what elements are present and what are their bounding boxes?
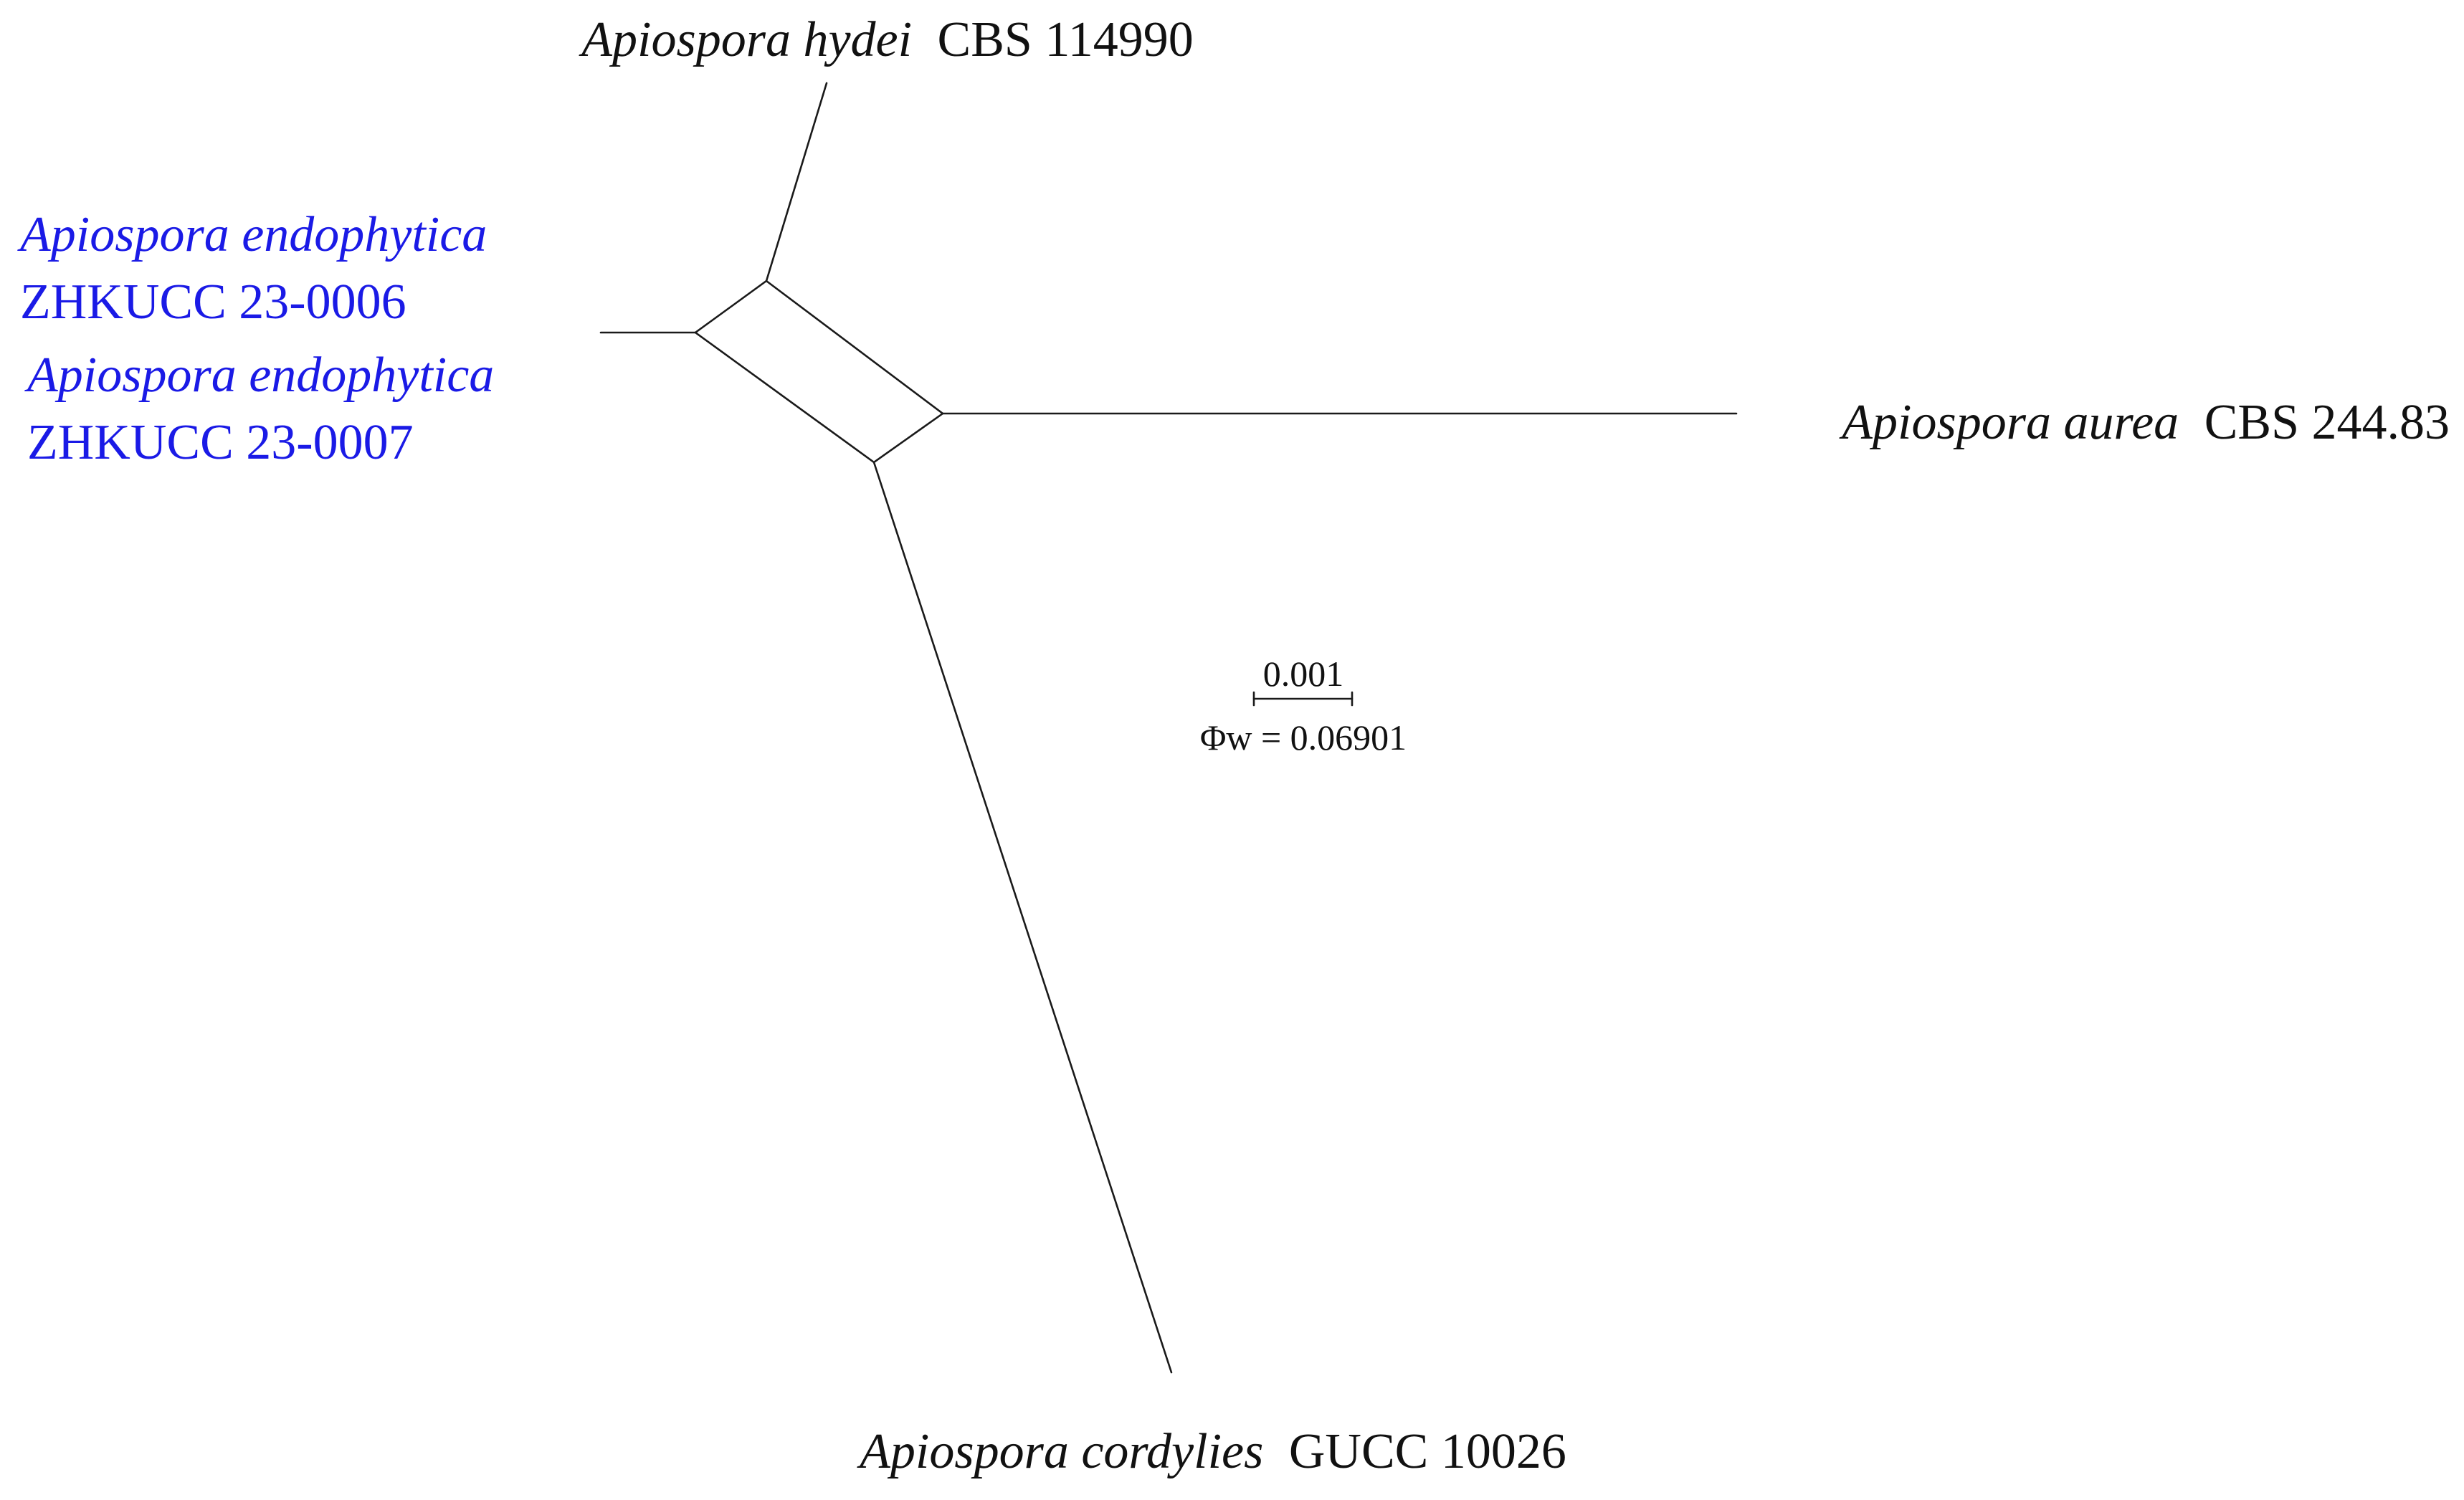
edge-hydei [765,82,828,282]
label-hydei-species: Apiospora hydei [579,12,912,67]
split-box [693,280,945,464]
label-hydei: Apiospora hydei CBS 114990 [579,12,1194,67]
label-aurea-species: Apiospora aurea [1839,395,2179,450]
label-hydei-strain: CBS 114990 [938,12,1194,67]
label-cordylies: Apiospora cordylies GUCC 10026 [857,1424,1566,1479]
label-endo2-strain: ZHKUCC 23-0007 [27,415,414,470]
label-cordylies-species: Apiospora cordylies [857,1424,1263,1479]
scale-bar-phi: Φw = 0.06901 [1200,717,1407,758]
label-endo1-strain: ZHKUCC 23-0006 [20,274,406,330]
scale-bar: 0.001 Φw = 0.06901 [1200,654,1407,758]
label-endo1-species: Apiospora endophytica [17,207,487,262]
scale-bar-value: 0.001 [1263,654,1344,694]
label-endo2-species: Apiospora endophytica [24,348,494,403]
label-aurea: Apiospora aurea CBS 244.83 [1839,395,2450,450]
label-aurea-strain: CBS 244.83 [2204,395,2450,450]
taxon-labels: Apiospora hydei CBS 114990 Apiospora end… [17,12,2450,1479]
label-cordylies-strain: GUCC 10026 [1289,1424,1566,1479]
edge-cordylies [872,461,1173,1374]
network-edges [599,82,1738,1374]
